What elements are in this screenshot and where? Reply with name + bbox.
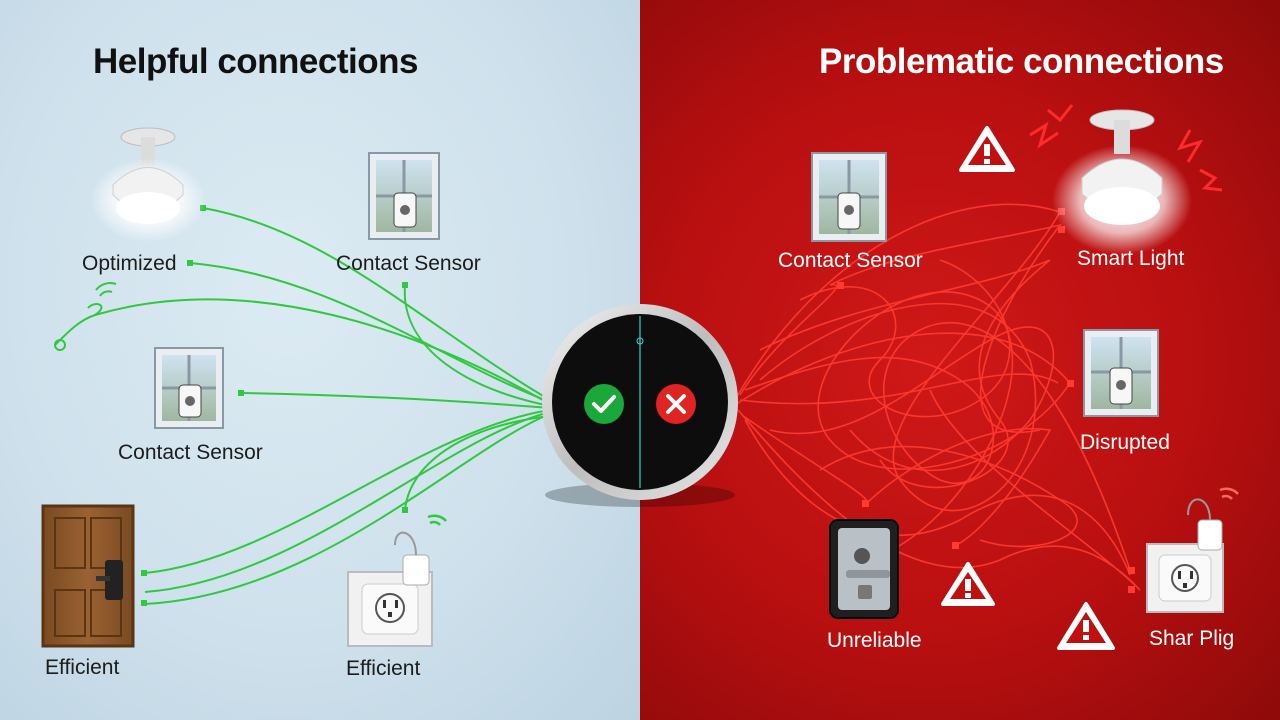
- label-smart-light: Smart Light: [1077, 247, 1185, 270]
- label-efficient-plug: Efficient: [346, 657, 421, 680]
- wire-optimized: [189, 262, 551, 403]
- right-title: Problematic connections: [819, 42, 1224, 81]
- wire-door-1: [144, 409, 551, 574]
- spark-icon: [1029, 104, 1223, 192]
- warning-icon: [1057, 602, 1115, 650]
- label-optimized: Optimized: [82, 252, 177, 275]
- wire-door-3: [144, 413, 551, 605]
- left-title: Helpful connections: [93, 42, 418, 81]
- remote-icon: [54, 282, 117, 351]
- wire-light: [202, 207, 551, 401]
- ceiling-light-icon: [1052, 109, 1192, 255]
- window-sensor-icon: [1083, 329, 1159, 417]
- check-icon: [584, 384, 624, 424]
- wire-window-mid: [241, 392, 551, 409]
- warning-icon: [941, 562, 995, 606]
- label-efficient-door: Efficient: [45, 656, 120, 679]
- cross-icon: [656, 384, 696, 424]
- window-sensor-icon: [811, 152, 887, 242]
- wire-door-2: [144, 411, 551, 593]
- good-wires: [94, 207, 551, 605]
- label-smart-plug: Shar Plig: [1149, 627, 1235, 650]
- wire-remote: [94, 298, 551, 405]
- label-unreliable: Unreliable: [827, 629, 922, 652]
- wire-plug: [404, 415, 551, 511]
- smart-plug-icon: [1146, 487, 1239, 613]
- wire-window-top: [403, 284, 551, 407]
- smart-lock-icon: [829, 519, 899, 619]
- door-lock-icon: [41, 504, 135, 648]
- label-contact-sensor-top: Contact Sensor: [336, 252, 481, 275]
- label-disrupted: Disrupted: [1080, 431, 1170, 454]
- label-contact-sensor-mid: Contact Sensor: [118, 441, 263, 464]
- smart-plug-icon: [347, 514, 447, 647]
- warning-icon: [959, 126, 1015, 172]
- label-contact-sensor-right: Contact Sensor: [778, 249, 923, 272]
- ceiling-light-icon: [90, 127, 206, 242]
- hub-device: [542, 304, 738, 507]
- window-sensor-icon: [154, 347, 224, 429]
- window-sensor-icon: [368, 152, 440, 240]
- bad-wires: [734, 203, 1141, 591]
